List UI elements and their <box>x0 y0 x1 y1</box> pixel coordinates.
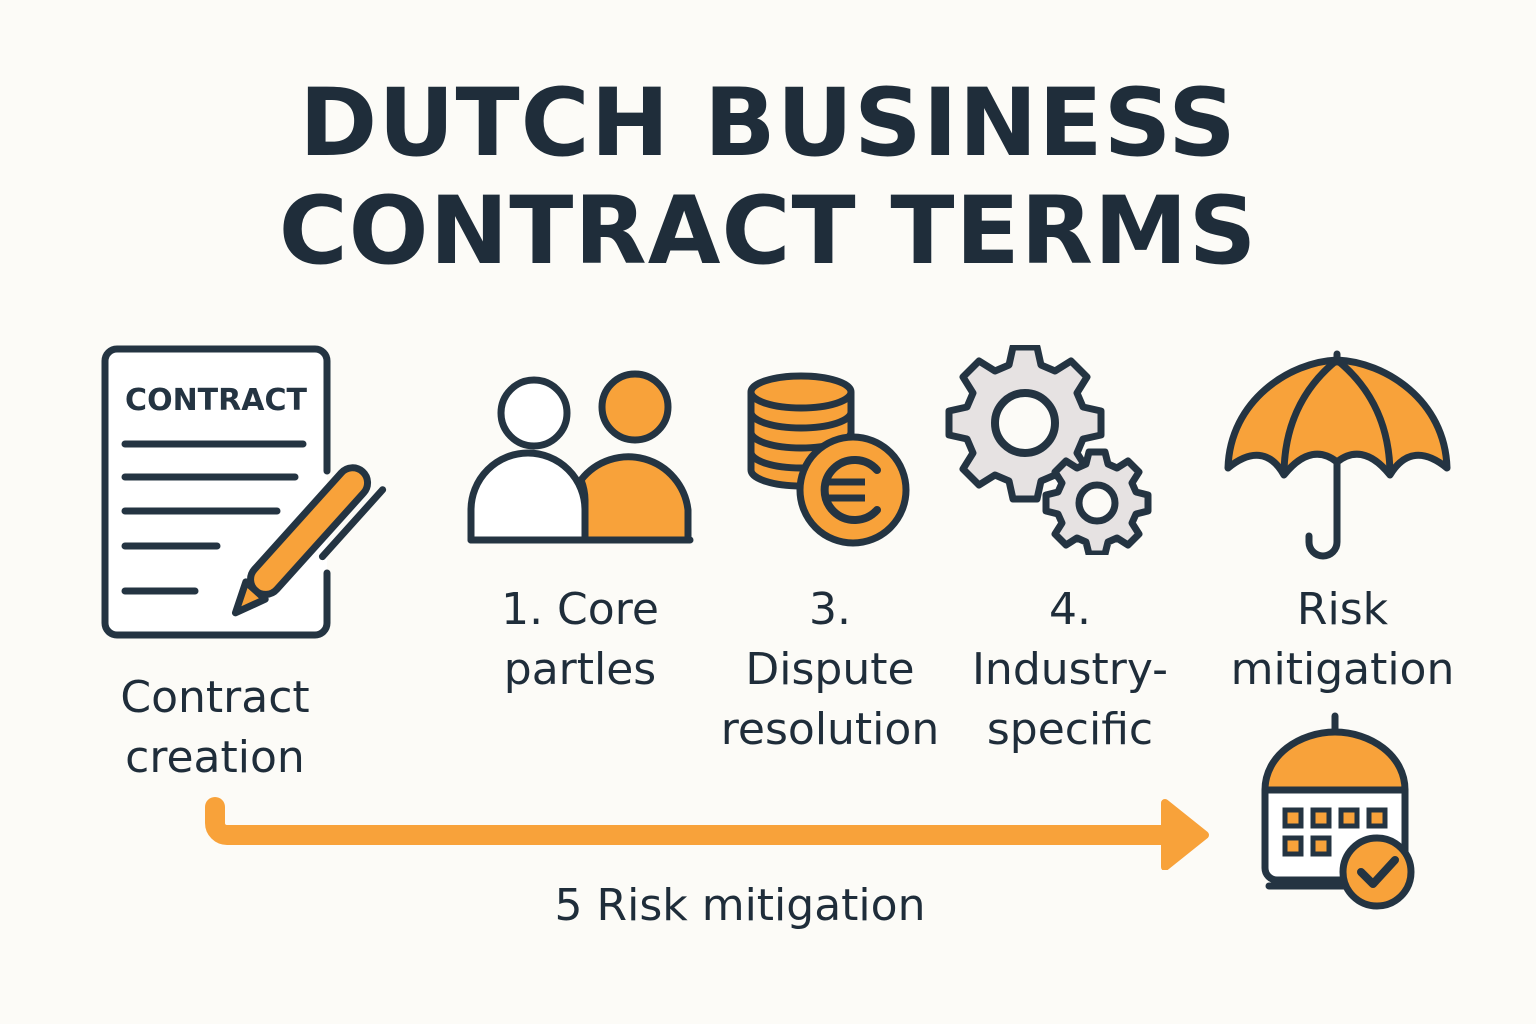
contract-heading: CONTRACT <box>125 383 307 418</box>
step-risk-mitigation-label: Risk mitigation <box>1230 584 1455 695</box>
step-industry-specific-label: 4. Industry- specific <box>971 584 1169 755</box>
title-line-1: DUTCH BUSINESS <box>299 69 1237 178</box>
page-title: DUTCH BUSINESS CONTRACT TERMS <box>0 70 1536 286</box>
right-arrow-icon <box>205 797 1209 870</box>
contract-document-pen-icon: CONTRACT <box>101 345 387 639</box>
gears-icon <box>945 345 1152 555</box>
title-line-2: CONTRACT TERMS <box>278 177 1258 286</box>
calendar-check-icon <box>1261 712 1415 910</box>
step-contract-creation-label: Contract creation <box>120 672 310 783</box>
two-people-icon <box>467 370 694 544</box>
step-dispute-resolution-label: 3. Dispute resolution <box>720 584 940 755</box>
umbrella-icon <box>1224 350 1451 560</box>
step-core-parties-label: 1. Core partles <box>501 584 659 695</box>
flow-label: 5 Risk mitigation <box>554 880 926 931</box>
euro-coins-icon <box>747 372 910 547</box>
